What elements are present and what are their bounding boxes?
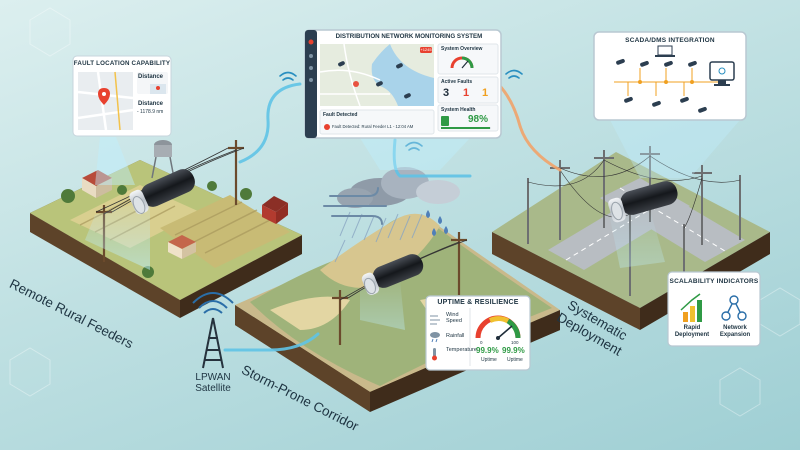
fault-location-panel: [72, 55, 172, 185]
system-overview-label: System Overview: [441, 46, 483, 52]
village-house: [168, 235, 196, 259]
wind-speed-icon: [430, 315, 440, 325]
red-barn: [262, 196, 288, 224]
active-faults-count-1: 3: [443, 87, 450, 99]
dashboard-badge: +1245: [420, 47, 432, 52]
deployment-island: [492, 146, 770, 330]
growth-chart-icon: [680, 293, 702, 322]
dashboard-title: DISTRIBUTION NETWORK MONITORING SYSTEM: [335, 33, 483, 40]
wind-icon: [323, 187, 387, 225]
monitor-icon: [709, 61, 735, 86]
line-sensor-grid: [608, 181, 678, 268]
network-expansion-label: Network Expansion: [719, 325, 751, 338]
system-health-value: 98%: [468, 114, 489, 125]
rural-island: [30, 140, 302, 318]
storm-cloud-icon: [337, 167, 460, 208]
distance-label-2: Distance: [138, 101, 164, 107]
distance-value: - 1178.9 nm: [137, 109, 164, 115]
temperature-label: Temperature: [446, 347, 477, 353]
gauge-min: 0: [480, 340, 483, 345]
rapid-deployment-label: Rapid Deployment: [674, 325, 710, 338]
monitoring-dashboard: [304, 29, 502, 170]
network-expansion-icon: [721, 295, 747, 321]
lpwan-label-line-2: Satellite: [195, 383, 231, 394]
data-links: [223, 78, 562, 352]
wifi-icons: [279, 69, 523, 151]
map-pin-icon: [98, 88, 110, 105]
fault-detected-label: Fault Detected: [323, 112, 358, 118]
scalability-title: SCALABILITY INDICATORS: [669, 278, 759, 285]
wind-speed-label: Wind Speed: [446, 312, 462, 324]
rainfall-icon: [430, 332, 440, 343]
uptime-panel: [425, 295, 531, 371]
lpwan-label-line-1: LPWAN: [195, 372, 231, 383]
raindrop-icons: [426, 210, 448, 236]
fault-panel-title: FAULT LOCATION CAPABILITY: [73, 60, 171, 67]
trees: [61, 181, 252, 278]
scalability-panel: [667, 271, 761, 347]
system-health-label: System Health: [441, 107, 476, 113]
fault-message: Fault Detected: Rural Feeder L1 - 12:04 …: [332, 124, 414, 129]
active-faults-label: Active Faults: [441, 79, 473, 85]
lpwan-tower-icon: [192, 292, 234, 369]
distance-label: Distance: [138, 74, 164, 80]
thermometer-icon: [432, 348, 437, 361]
scada-panel: [593, 31, 747, 178]
uptime-value-2: 99.9%: [502, 346, 525, 355]
rainfall-label: Rainfall: [446, 333, 465, 339]
line-sensor-rural: [85, 169, 195, 270]
uptime-title: UPTIME & RESILIENCE: [437, 299, 519, 306]
lpwan-label: LPWAN Satellite: [190, 372, 236, 394]
gauge-max: 100: [511, 340, 519, 345]
farm-house: [82, 170, 112, 198]
scada-title: SCADA/DMS INTEGRATION: [625, 37, 715, 44]
active-faults-count-3: 1: [482, 87, 489, 99]
uptime-caption-1: Uptime: [481, 357, 497, 363]
rain-streaks: [334, 211, 423, 263]
uptime-caption-2: Uptime: [507, 357, 523, 363]
line-sensor-storm: [360, 254, 424, 330]
active-faults-count-2: 1: [463, 87, 470, 99]
laptop-icon: [655, 45, 675, 57]
uptime-value-1: 99.9%: [476, 346, 499, 355]
